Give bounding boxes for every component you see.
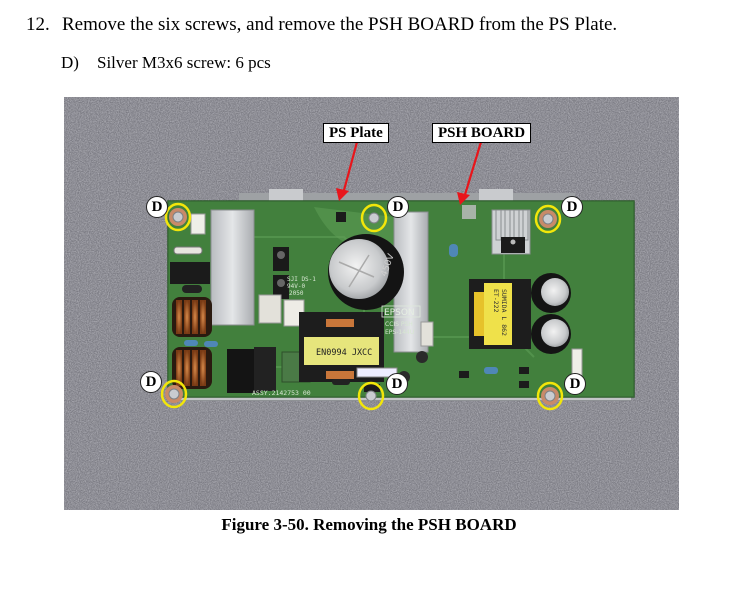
bulk-capacitor: 450V bbox=[328, 234, 404, 310]
psh-board-arrowhead bbox=[457, 192, 470, 205]
screw-head-icon bbox=[365, 390, 377, 402]
screw-label-bottom-center: D bbox=[386, 373, 408, 395]
step-number: 12. bbox=[26, 14, 50, 35]
screw-marker-ring bbox=[160, 379, 188, 409]
screw-bottom-right bbox=[536, 381, 564, 411]
screw-label-text: D bbox=[569, 376, 581, 392]
xfmr-marking: ET-222 bbox=[492, 289, 500, 313]
silkscreen-text: 94V-0 bbox=[287, 283, 305, 290]
screw-label-bottom-right: D bbox=[564, 373, 586, 395]
yellow-transformer: ET-222 SUMIDA L 862 bbox=[469, 279, 531, 349]
callout-ps-plate-label: PS Plate bbox=[329, 125, 383, 141]
ps-plate-arrowhead bbox=[336, 188, 349, 201]
screw-label-text: D bbox=[392, 199, 404, 215]
screw-head-icon bbox=[544, 390, 556, 402]
screw-label-text: D bbox=[145, 374, 157, 390]
silkscreen-text: SJI DS-1 bbox=[287, 276, 316, 283]
screw-label-bottom-left: D bbox=[140, 371, 162, 393]
screw-spec-label: D) bbox=[61, 53, 79, 72]
figure-caption: Figure 3-50. Removing the PSH BOARD bbox=[221, 515, 517, 534]
step-instruction: 12. Remove the six screws, and remove the… bbox=[26, 13, 617, 37]
screw-head-icon bbox=[172, 211, 184, 223]
screw-spec: D) Silver M3x6 screw: 6 pcs bbox=[61, 52, 271, 74]
screw-marker-ring bbox=[357, 381, 385, 411]
screw-marker-ring bbox=[360, 203, 388, 233]
screw-head-icon bbox=[168, 388, 180, 400]
screw-head-icon bbox=[542, 213, 554, 225]
callout-arrows bbox=[336, 141, 483, 205]
output-capacitor bbox=[531, 273, 571, 313]
output-capacitor bbox=[531, 314, 571, 354]
screw-marker-ring bbox=[534, 204, 562, 234]
callout-ps-plate: PS Plate bbox=[323, 123, 389, 143]
screw-bottom-center bbox=[357, 381, 385, 411]
psh-board-photo: 450V EN0994 JXCC ET-222 SUMIDA L 862 bbox=[64, 97, 679, 510]
epson-logo-text: EPSON bbox=[384, 308, 415, 318]
screw-label-text: D bbox=[391, 376, 403, 392]
inductor-coil bbox=[172, 297, 212, 337]
screw-bottom-left bbox=[160, 379, 188, 409]
screw-label-text: D bbox=[151, 199, 163, 215]
screw-marker-ring bbox=[164, 202, 192, 232]
assy-number: ASSY.2142753 00 bbox=[252, 389, 311, 397]
step-text: Remove the six screws, and remove the PS… bbox=[62, 14, 618, 35]
xfmr-marking: SUMIDA L 862 bbox=[500, 289, 508, 336]
screw-marker-ring bbox=[536, 381, 564, 411]
psh-board: 450V EN0994 JXCC ET-222 SUMIDA L 862 bbox=[167, 200, 635, 398]
transformer-marking: EN0994 JXCC bbox=[316, 348, 372, 358]
screw-top-right bbox=[534, 204, 562, 234]
silkscreen-text: 2050 bbox=[289, 290, 304, 297]
silkscreen-text: CCIS PSH bbox=[385, 321, 413, 328]
ps-plate-arrow bbox=[341, 141, 359, 195]
screw-spec-text: Silver M3x6 screw: 6 pcs bbox=[97, 53, 271, 72]
screw-label-top-left: D bbox=[146, 196, 168, 218]
psh-board-arrow bbox=[462, 141, 483, 199]
screw-top-left bbox=[164, 202, 192, 232]
figure-photo: 450V EN0994 JXCC ET-222 SUMIDA L 862 bbox=[64, 97, 679, 510]
callout-psh-board: PSH BOARD bbox=[432, 123, 532, 143]
inductor-coil bbox=[172, 347, 212, 389]
screw-label-text: D bbox=[566, 199, 578, 215]
silkscreen-text: EPS-144U bbox=[385, 329, 414, 336]
callout-psh-board-label: PSH BOARD bbox=[438, 125, 526, 141]
screw-head-icon bbox=[368, 212, 380, 224]
screw-label-top-center: D bbox=[387, 196, 409, 218]
screw-top-center bbox=[360, 203, 388, 233]
screw-label-top-right: D bbox=[561, 196, 583, 218]
